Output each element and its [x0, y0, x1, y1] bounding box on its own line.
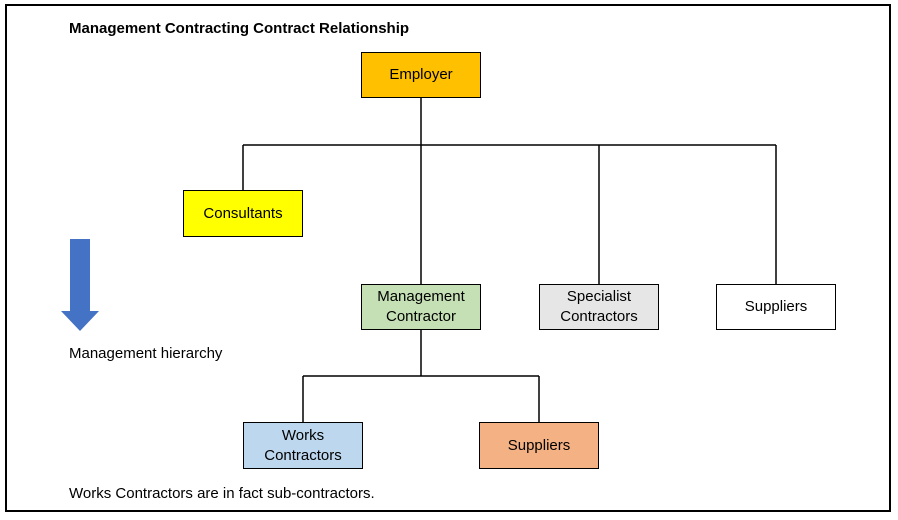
employer-box: Employer	[361, 52, 481, 98]
hierarchy-down-arrow-icon	[61, 239, 99, 331]
specialist-contractors-label-line2: Contractors	[560, 308, 638, 325]
works-contractors-label-line1: Works	[281, 426, 325, 444]
consultants-label: Consultants	[203, 204, 283, 222]
footnote: Works Contractors are in fact sub-contra…	[69, 485, 375, 502]
specialist-contractors-label-line1: Specialist	[566, 288, 632, 305]
suppliers-top-label: Suppliers	[744, 298, 808, 315]
suppliers-bottom-box: Suppliers	[479, 422, 599, 469]
management-contractor-label-line2: Contractor	[385, 308, 457, 325]
suppliers-bottom-label: Suppliers	[507, 436, 571, 454]
works-contractors-label-line2: Contractors	[264, 446, 342, 464]
management-hierarchy-label: Management hierarchy	[69, 345, 223, 362]
diagram-title: Management Contracting Contract Relation…	[69, 20, 410, 37]
management-contractor-label-line1: Management	[377, 288, 465, 305]
management-contractor-box: Management Contractor	[361, 284, 481, 330]
employer-label: Employer	[389, 66, 453, 83]
consultants-box: Consultants	[183, 190, 303, 237]
specialist-contractors-box: Specialist Contractors	[539, 284, 659, 330]
diagram-frame	[5, 4, 891, 512]
works-contractors-box: Works Contractors	[243, 422, 363, 469]
suppliers-top-box: Suppliers	[716, 284, 836, 330]
